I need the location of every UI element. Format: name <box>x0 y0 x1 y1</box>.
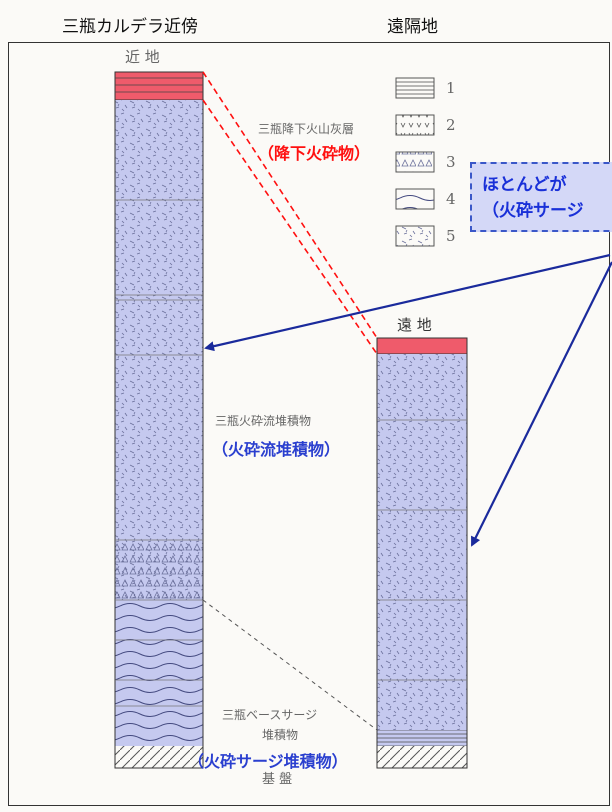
near-breccia-layer <box>115 540 203 600</box>
legend-number-2: 2 <box>446 116 456 134</box>
far-column <box>376 337 468 769</box>
far-column-label: 遠 地 <box>397 316 432 334</box>
near-column <box>114 71 204 769</box>
near-basement <box>115 746 203 768</box>
callout-line-2: （火砕サージ <box>482 201 584 221</box>
callout-box: ほとんどが （火砕サージ <box>470 162 612 232</box>
figure-frame <box>8 42 610 806</box>
legend-number-1: 1 <box>446 79 456 97</box>
basement-label: 基 盤 <box>262 772 293 787</box>
surge-deposit-original-label-2: 堆積物 <box>262 728 299 742</box>
near-column-label: 近 地 <box>125 48 160 66</box>
legend-number-3: 3 <box>446 153 456 171</box>
legend-number-5: 5 <box>446 227 456 245</box>
header-remote-area: 遠隔地 <box>387 17 438 37</box>
near-fall-deposit <box>114 71 204 101</box>
far-fall-deposit <box>376 337 468 355</box>
fall-deposit-original-label: 三瓶降下火山灰層 <box>258 122 355 136</box>
correlation-lines <box>202 71 378 731</box>
flow-deposit-caption: （火砕流堆積物） <box>212 440 341 459</box>
flow-deposit-original-label: 三瓶火砕流堆積物 <box>215 414 312 428</box>
legend-swatches <box>395 77 435 247</box>
header-caldera-vicinity: 三瓶カルデラ近傍 <box>62 17 198 37</box>
fall-deposit-caption: （降下火砕物） <box>258 144 371 163</box>
surge-deposit-original-label-1: 三瓶ベースサージ <box>222 708 318 722</box>
legend-number-4: 4 <box>446 190 456 208</box>
callout-arrows <box>204 253 612 547</box>
callout-line-1: ほとんどが <box>482 175 567 195</box>
surge-deposit-caption: （火砕サージ堆積物） <box>188 752 348 771</box>
far-basement <box>377 746 467 768</box>
